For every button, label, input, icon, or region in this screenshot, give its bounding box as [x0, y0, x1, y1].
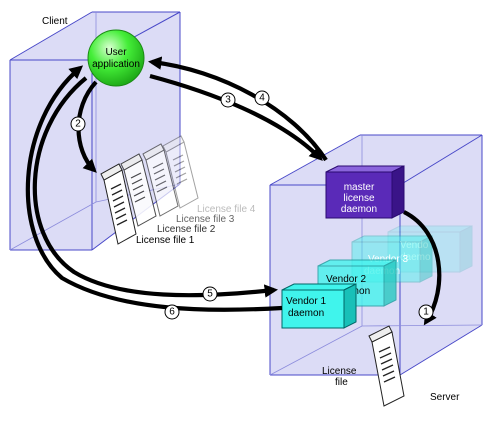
license-file-1-doc [100, 163, 137, 245]
arrow-step-6 [25, 65, 283, 312]
vendor-2-label-line1: Vendor 2 [326, 274, 366, 285]
master-license-daemon [325, 165, 405, 219]
vendor-ghost-label-line2: daemo [400, 252, 431, 263]
master-label-line3: daemon [341, 204, 377, 215]
license-file-2-doc [120, 153, 157, 227]
license-file-4-doc [162, 135, 199, 209]
license-file-2-label: License file 2 [157, 224, 216, 235]
step-number-6: 6 [169, 307, 175, 318]
step-badge-5: 5 [202, 286, 218, 302]
vendor-ghost-label-line1: Vendo [400, 240, 429, 251]
step-badge-3: 3 [220, 92, 236, 108]
step-badge-4: 4 [254, 90, 270, 106]
master-label-line2: license [343, 193, 375, 204]
step-number-3: 3 [225, 95, 231, 106]
license-file-3-doc [142, 143, 179, 217]
vendor-ghost-daemon [387, 225, 473, 273]
user-application [87, 29, 145, 87]
user-app-label-line2: application [92, 59, 140, 70]
step-number-2: 2 [75, 119, 81, 130]
master-label-line1: master [344, 182, 375, 193]
user-app-label-line1: User [105, 47, 127, 58]
server-license-label-line1: License [322, 366, 357, 377]
step-number-4: 4 [259, 93, 265, 104]
client-license-files [100, 135, 199, 245]
server-license-label-line2: file [335, 377, 348, 388]
license-file-3-label: License file 3 [176, 214, 235, 225]
step-number-1: 1 [423, 307, 429, 318]
arrow-step-3 [149, 73, 323, 161]
step-badge-2: 2 [70, 116, 86, 132]
server-license-file-doc [368, 325, 405, 407]
arrow-step-5 [32, 76, 279, 298]
license-file-4-label: License file 4 [197, 204, 256, 215]
license-file-1-label: License file 1 [136, 235, 195, 246]
client-label: Client [42, 16, 68, 27]
vendor-1-label-line1: Vendor 1 [286, 296, 326, 307]
flow-arrows [25, 56, 442, 326]
server-label: Server [430, 392, 460, 403]
step-number-5: 5 [207, 289, 213, 300]
step-badge-6: 6 [164, 304, 180, 320]
vendor-1-daemon [281, 283, 357, 329]
vendor-1-label-line2: daemon [288, 308, 324, 319]
arrow-step-4 [147, 56, 328, 162]
step-badge-1: 1 [418, 304, 434, 320]
